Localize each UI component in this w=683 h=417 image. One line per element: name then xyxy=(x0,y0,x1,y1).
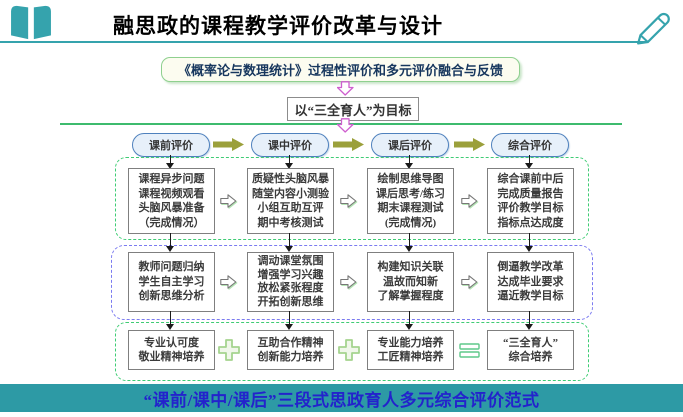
stage-pill-after-class: 课后评价 xyxy=(371,133,449,157)
outcome-box: “三全育人” 综合培养 xyxy=(487,330,574,370)
plus-icon xyxy=(338,339,360,361)
page-title: 融思政的课程教学评价改革与设计 xyxy=(113,15,443,38)
group-evaluation-functions xyxy=(111,245,593,320)
down-arrow-icon xyxy=(337,81,354,96)
process-box: 教师问题归纳 学生自主学习 创新思维分析 xyxy=(128,252,215,312)
right-arrow-icon xyxy=(213,138,244,151)
process-box: 质疑性头脑风暴 随堂内容小测验 小组互助互评 期中考核测试 xyxy=(247,168,334,234)
process-box: 绘制思维导图 课后思考/练习 期末课程测试 (完成情况) xyxy=(367,168,454,234)
right-arrow-icon xyxy=(454,138,485,151)
process-box: 综合课前中后 完成质量报告 评价教学目标 指标点达成度 xyxy=(487,168,574,234)
pencil-icon xyxy=(637,12,670,45)
down-connector xyxy=(166,155,175,169)
goal-box: 以“三全育人”为目标 xyxy=(287,97,419,121)
stage-pill-comprehensive: 综合评价 xyxy=(491,133,569,157)
outcome-box: 互助合作精神 创新能力培养 xyxy=(247,330,334,370)
hollow-right-arrow-icon xyxy=(220,194,237,208)
right-arrow-icon xyxy=(333,138,364,151)
open-book-icon xyxy=(11,5,51,40)
down-connector xyxy=(525,155,534,169)
outcome-box: 专业认可度 敬业精神培养 xyxy=(128,330,215,370)
down-connector xyxy=(525,311,534,330)
process-box: 构建知识关联 温故而知新 了解掌握程度 xyxy=(367,252,454,312)
process-box: 倒逼教学改革 达成毕业要求 逼近教学目标 xyxy=(487,252,574,312)
down-connector xyxy=(525,233,534,252)
down-connector xyxy=(285,311,294,330)
hollow-right-arrow-icon xyxy=(340,194,357,208)
down-connector xyxy=(405,233,414,252)
header-divider xyxy=(0,41,648,43)
down-connector xyxy=(405,311,414,330)
outcome-box: 专业能力培养 工匠精神培养 xyxy=(367,330,454,370)
down-connector xyxy=(285,233,294,252)
process-box: 调动课堂氛围 增强学习兴趣 放松紧张程度 开拓创新思维 xyxy=(247,252,334,312)
stage-pill-in-class: 课中评价 xyxy=(251,133,329,157)
plus-icon xyxy=(218,339,240,361)
down-arrow-icon xyxy=(337,118,354,133)
hollow-right-arrow-icon xyxy=(461,275,478,289)
down-connector xyxy=(285,155,294,169)
down-connector xyxy=(166,233,175,252)
stage-pill-pre-class: 课前评价 xyxy=(132,133,210,157)
hollow-right-arrow-icon xyxy=(461,194,478,208)
group-evaluation-activities xyxy=(115,157,589,240)
hollow-right-arrow-icon xyxy=(220,275,237,289)
equals-icon xyxy=(459,343,480,358)
footer-slogan: “课前/课中/课后”三段式思政育人多元综合评价范式 xyxy=(143,390,540,410)
hollow-right-arrow-icon xyxy=(340,275,357,289)
course-evaluation-box: 《概率论与数理统计》过程性评价和多元评价融合与反馈 xyxy=(161,57,520,82)
down-connector xyxy=(405,155,414,169)
group-cultivation-outcomes xyxy=(115,322,589,381)
down-connector xyxy=(166,311,175,330)
process-box: 课程异步问题 课程视频观看 头脑风暴准备 （完成情况） xyxy=(128,168,215,234)
footer-bar: “课前/课中/课后”三段式思政育人多元综合评价范式 xyxy=(0,384,683,412)
